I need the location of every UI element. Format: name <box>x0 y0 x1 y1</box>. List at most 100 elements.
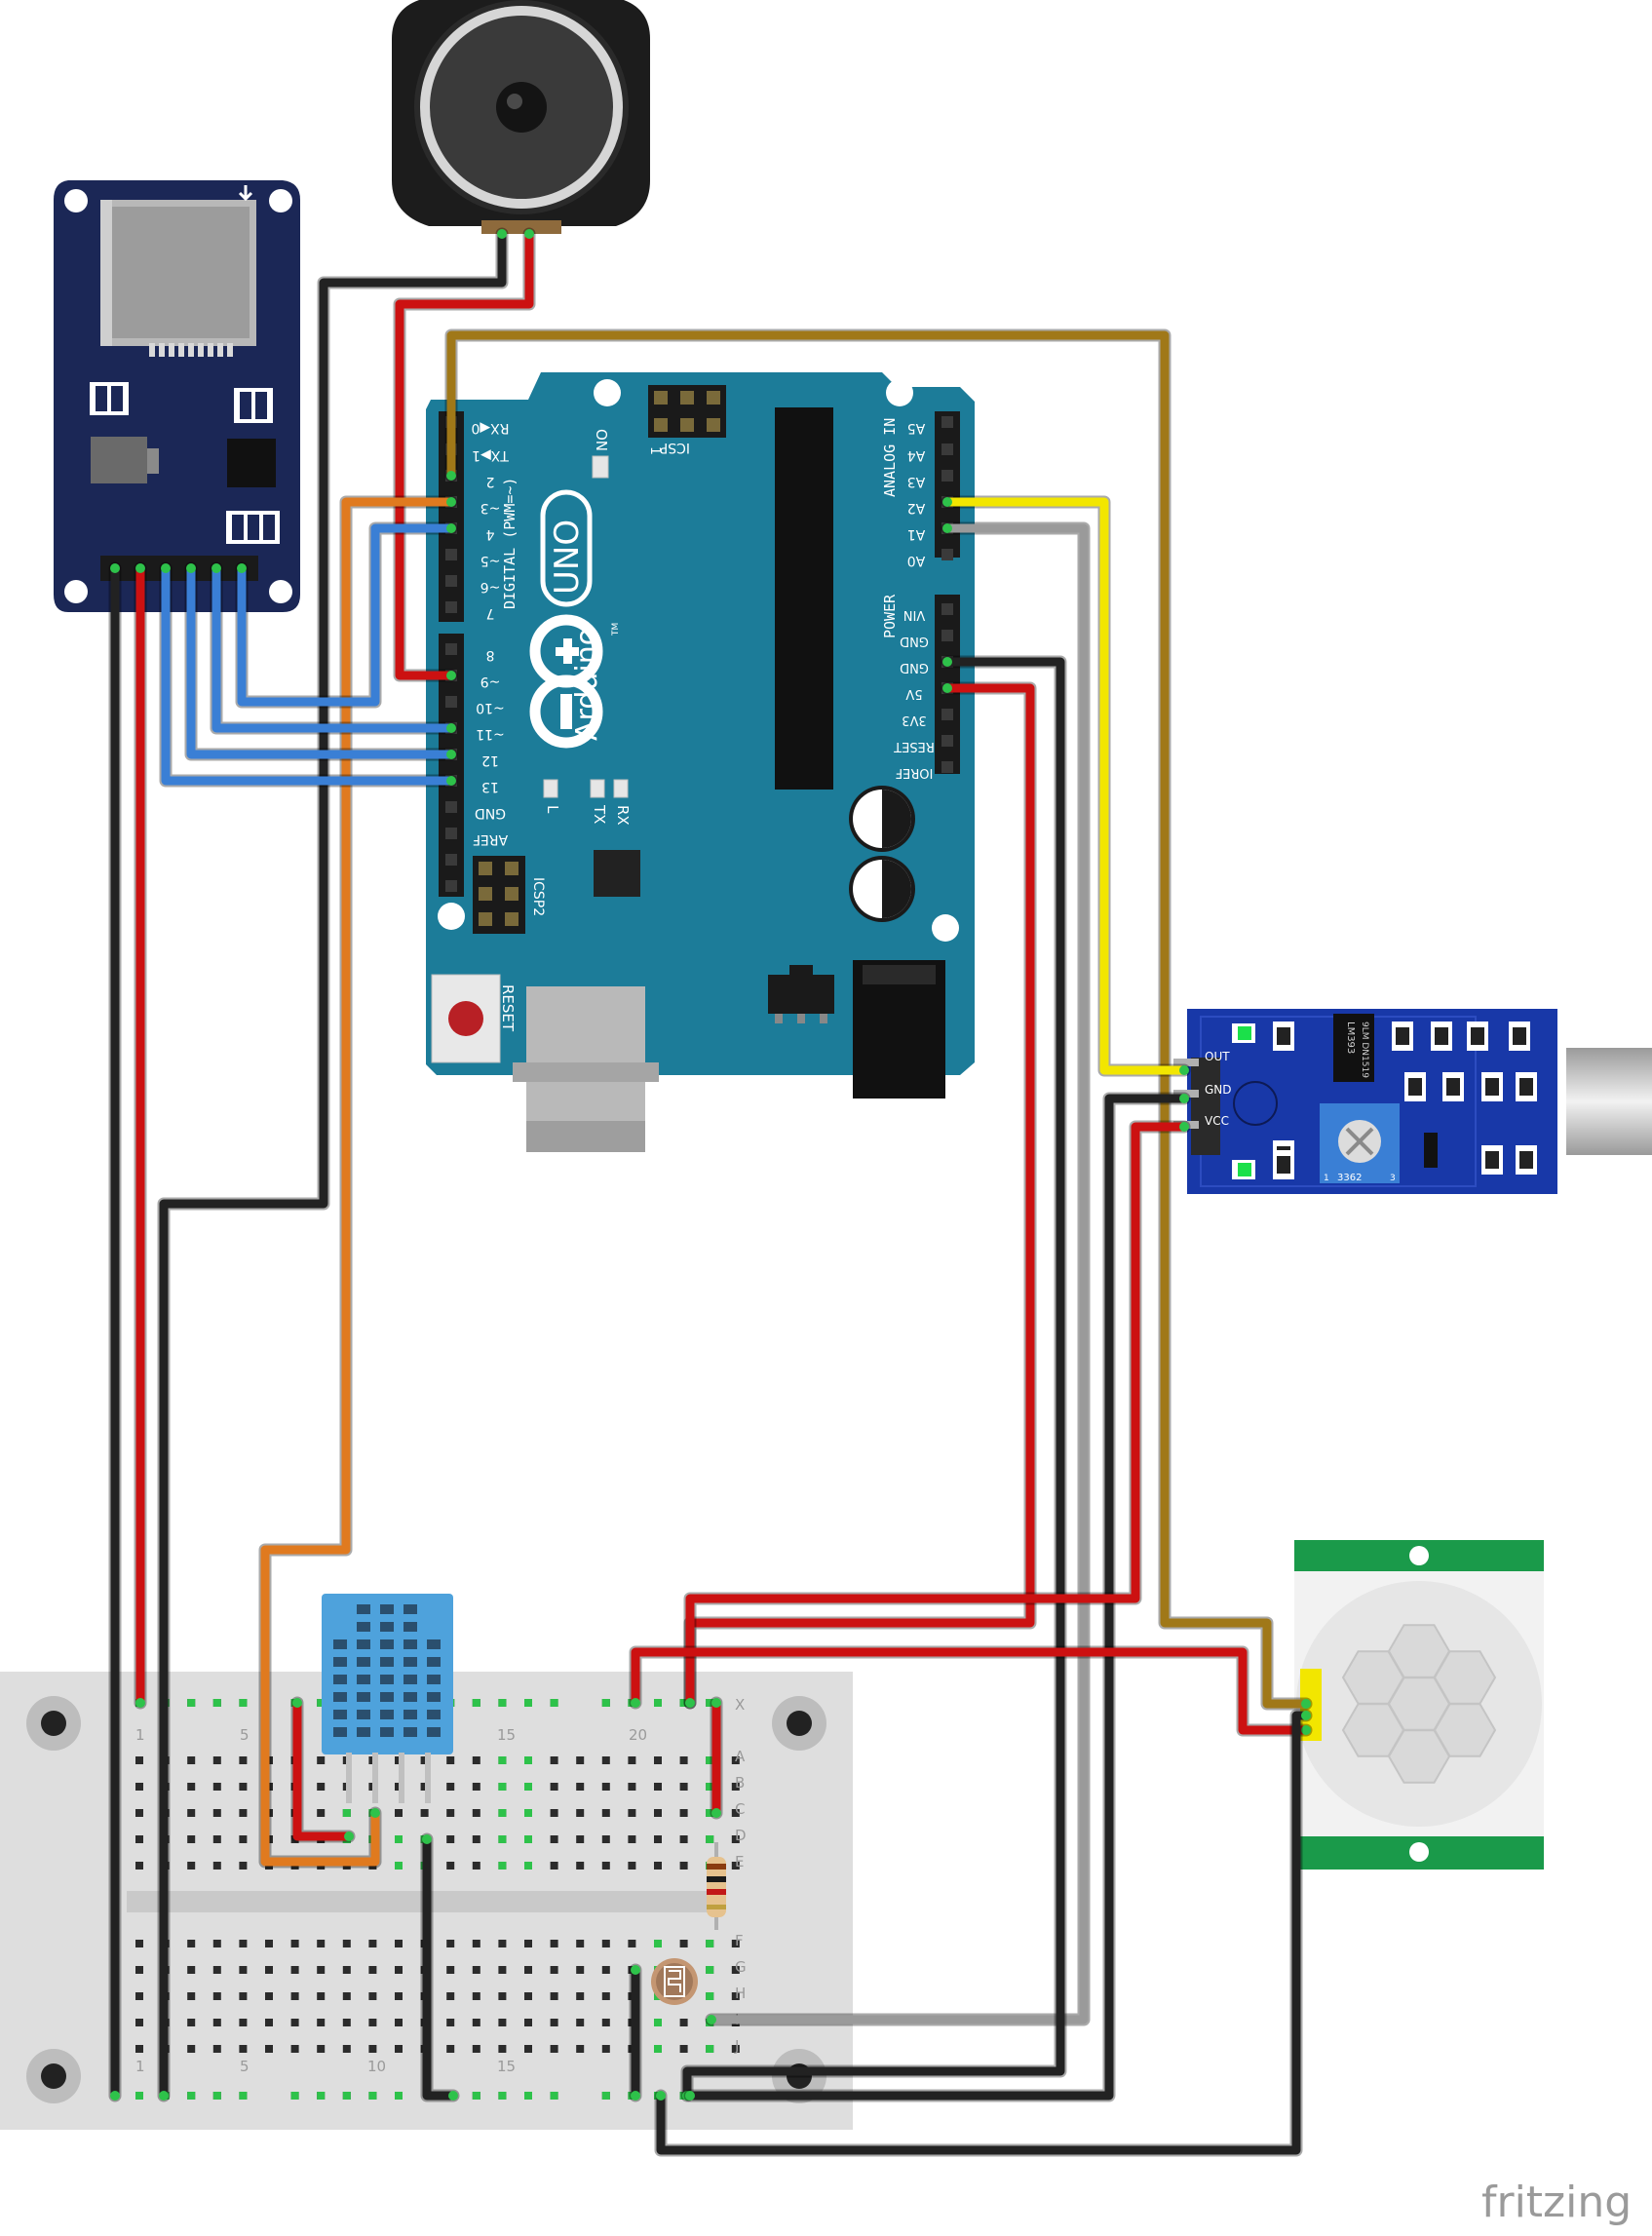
led-l-label: L <box>544 805 561 814</box>
bb-hole <box>446 1783 455 1791</box>
bb-hole <box>601 2019 610 2026</box>
bb-hole <box>290 2045 299 2053</box>
digital-pin-socket <box>445 601 457 613</box>
bb-hole <box>576 2045 585 2053</box>
bb-hole <box>212 2045 221 2053</box>
dht11-grille-slot <box>333 1675 347 1684</box>
wire-endpoint <box>656 2091 666 2101</box>
smd-component-body <box>1485 1078 1499 1096</box>
on-led-label: ON <box>593 429 610 451</box>
bb-row-label: H <box>735 1985 746 2002</box>
bb-hole <box>212 1966 221 1974</box>
bb-rail-hole-connected <box>550 1699 558 1707</box>
bb-hole <box>290 1940 299 1947</box>
bb-hole-connected <box>342 1809 351 1817</box>
analog-pin-label: A1 <box>907 526 925 542</box>
bb-rail-hole-connected <box>239 2092 248 2100</box>
sd-pin-header <box>100 556 258 581</box>
on-led <box>592 455 609 479</box>
wire-blue-sd-4 <box>237 523 456 707</box>
sound-header-pin <box>1173 1059 1199 1066</box>
bb-hole <box>576 1835 585 1843</box>
bb-hole <box>212 1862 221 1870</box>
wire-endpoint <box>446 671 456 680</box>
insert-arrow-icon <box>238 185 253 202</box>
dht11-grille-slot <box>357 1710 370 1719</box>
dht11-grille-slot <box>403 1692 417 1702</box>
analog-pin-label: A3 <box>907 474 925 489</box>
bb-col-label: 5 <box>240 2058 250 2075</box>
icsp2-label: ICSP2 <box>530 877 546 916</box>
dht11-grille-slot <box>403 1710 417 1719</box>
icsp-pin1-label: 1 <box>647 446 663 455</box>
wire-endpoint <box>186 563 196 573</box>
wire-endpoint <box>685 2091 695 2101</box>
wire-blue-sd-2 <box>186 563 456 759</box>
bb-hole <box>187 2019 196 2026</box>
bb-rail-hole-connected <box>317 2092 326 2100</box>
bb-hole <box>239 1966 248 1974</box>
bb-rail-hole-connected <box>472 1699 480 1707</box>
bb-hole <box>524 1992 532 2000</box>
wire-endpoint <box>135 563 145 573</box>
bb-hole <box>187 2045 196 2053</box>
potentiometer-label: 3362 <box>1337 1173 1362 1183</box>
led-tx-label: TX <box>591 804 608 824</box>
bb-col-label: 1 <box>135 1726 145 1744</box>
bb-hole <box>731 1862 740 1870</box>
digital-pin-label: ~11 <box>476 726 505 742</box>
bb-hole <box>446 1809 455 1817</box>
bb-hole <box>628 1940 636 1947</box>
digital-pin-socket <box>445 828 457 839</box>
bb-hole <box>317 1809 326 1817</box>
sd-card-module <box>54 180 300 612</box>
bb-hole <box>731 1756 740 1764</box>
dht11-grille-slot <box>380 1710 394 1719</box>
bb-hole <box>212 1783 221 1791</box>
bb-hole <box>135 1862 143 1870</box>
bb-hole <box>395 1809 403 1817</box>
bb-hole <box>395 1992 403 2000</box>
bb-hole <box>472 2019 480 2026</box>
dht11-grille-slot <box>333 1604 347 1614</box>
bb-hole <box>135 1940 143 1947</box>
digital-pin-label-group: ~11 <box>476 726 505 742</box>
bb-hole <box>420 1756 429 1764</box>
power-pin-label-group: GND <box>900 634 929 648</box>
bb-hole <box>135 1756 143 1764</box>
bb-row-label: E <box>735 1853 744 1870</box>
bb-hole <box>239 2019 248 2026</box>
bb-hole <box>317 1756 326 1764</box>
power-pin-label: GND <box>900 660 929 675</box>
wire-blue-sd-1 <box>161 563 456 786</box>
power-pin-socket <box>941 735 953 747</box>
bb-rail-hole-connected <box>706 1699 714 1707</box>
dht11-grille <box>333 1604 441 1737</box>
digital-pin-socket <box>445 801 457 813</box>
dht11-grille-slot <box>427 1622 441 1632</box>
bb-rail-hole-connected <box>472 2092 480 2100</box>
dht11-grille-slot <box>333 1692 347 1702</box>
smd-component-body <box>1519 1078 1533 1096</box>
bb-hole <box>550 1783 558 1791</box>
bb-hole <box>342 1940 351 1947</box>
reset-button-cap <box>448 1001 483 1036</box>
wire-endpoint <box>110 2091 120 2101</box>
bb-hole <box>576 1756 585 1764</box>
pir-mount-hole <box>1409 1546 1429 1565</box>
bb-hole <box>135 1783 143 1791</box>
bb-hole <box>654 1783 662 1791</box>
dht11-grille-slot <box>427 1675 441 1684</box>
bb-hole <box>446 1862 455 1870</box>
bb-hole <box>368 2019 377 2026</box>
bb-hole <box>601 1992 610 2000</box>
digital-pin-socket <box>445 880 457 892</box>
sd-voltage-regulator <box>91 437 147 483</box>
sound-sensor-smd-components <box>1173 1022 1537 1179</box>
bb-hole <box>472 1992 480 2000</box>
